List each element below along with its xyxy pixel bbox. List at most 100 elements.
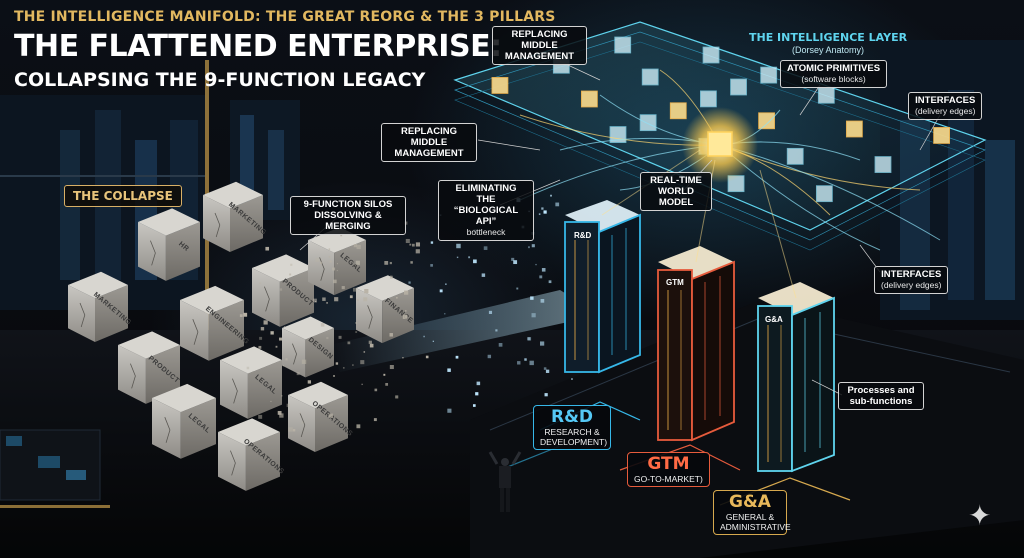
primitive-cube (702, 46, 720, 64)
debris-particle (571, 378, 573, 380)
debris-particle (369, 343, 374, 348)
silo-block: OPERATIONS (218, 418, 285, 491)
pillar-ga-abbr: G&A (729, 492, 771, 512)
interfaces-bottom-text: INTERFACES (881, 269, 942, 280)
debris-particle (540, 341, 545, 346)
debris-particle (541, 268, 546, 272)
debris-particle (529, 360, 534, 366)
primitive-cube (817, 86, 835, 104)
primitive-cube (786, 147, 804, 165)
world-model-callout: REAL-TIME WORLD MODEL (640, 172, 712, 211)
debris-particle (555, 202, 560, 207)
debris-particle (374, 388, 378, 392)
silo-block: OPERATIONS (288, 381, 354, 452)
debris-particle (531, 313, 536, 318)
interfaces-bottom-sub: (delivery edges) (881, 280, 942, 290)
debris-particle (475, 392, 479, 396)
interfaces-top-sub: (delivery edges) (915, 106, 976, 116)
debris-particle (284, 326, 286, 328)
debris-particle (289, 273, 292, 276)
control-desk (0, 429, 110, 508)
debris-particle (430, 264, 433, 267)
primitive-cube (933, 127, 950, 144)
page-title: THE FLATTENED ENTERPRISE: (14, 29, 502, 64)
silo-blocks: MARKETINGHRMARKETINGENGINEERINGPRODUCTLE… (68, 181, 414, 491)
debris-particle (410, 261, 413, 264)
eliminating-text: ELIMINATING THE “BIOLOGICAL API” (453, 183, 519, 227)
debris-particle (333, 375, 335, 377)
debris-particle (402, 357, 404, 359)
debris-particle (383, 373, 386, 376)
debris-particle (329, 260, 332, 263)
debris-particle (277, 410, 282, 415)
debris-particle (368, 340, 372, 344)
collapse-label: THE COLLAPSE (64, 185, 182, 207)
interfaces-top-callout: INTERFACES (delivery edges) (908, 92, 983, 120)
debris-particle (455, 355, 459, 359)
replacing-top-callout: REPLACING MIDDLE MANAGEMENT (492, 26, 587, 65)
debris-particle (495, 329, 498, 332)
debris-particle (353, 244, 357, 248)
debris-particle (541, 207, 544, 210)
debris-particle (349, 295, 353, 299)
debris-particle (395, 395, 399, 399)
intelligence-layer-title: THE INTELLIGENCE LAYER (Dorsey Anatomy) (749, 32, 907, 56)
debris-particle (281, 395, 283, 397)
atomic-primitive-cubes (491, 36, 950, 203)
debris-particle (340, 234, 343, 237)
debris-particle (444, 313, 446, 315)
person-figure (488, 451, 522, 512)
pillar-gtm: GTM (657, 246, 735, 442)
debris-particle (404, 290, 409, 295)
pillar-ga-label: G&A GENERAL & ADMINISTRATIVE (713, 490, 791, 535)
debris-particle (290, 263, 293, 266)
debris-particle (270, 331, 274, 335)
debris-particle (363, 351, 366, 353)
pillar-rd-cap: R&D (574, 231, 592, 240)
debris-particle (259, 282, 262, 285)
debris-particle (352, 364, 354, 366)
primitive-cube (758, 112, 775, 130)
debris-particle (544, 393, 548, 397)
primitive-cube (669, 102, 687, 120)
debris-particle (355, 331, 358, 333)
debris-particle (396, 296, 398, 299)
debris-particle (319, 261, 323, 264)
pillar-ga-full: GENERAL & ADMINISTRATIVE (720, 512, 791, 532)
debris-particle (332, 267, 336, 271)
debris-particles (239, 194, 581, 432)
debris-particle (259, 336, 263, 340)
debris-particle (535, 263, 537, 266)
debris-particle (539, 275, 543, 279)
debris-particle (468, 256, 471, 259)
debris-particle (409, 243, 412, 246)
debris-particle (411, 243, 415, 247)
debris-particle (405, 238, 410, 244)
eliminating-sub: bottleneck (466, 227, 506, 237)
debris-particle (456, 243, 461, 249)
intelligence-layer-subheading: (Dorsey Anatomy) (792, 45, 865, 55)
debris-particle (528, 246, 530, 249)
world-model-text: REAL-TIME WORLD MODEL (650, 175, 702, 208)
silo-block: LEGAL (220, 346, 282, 419)
processes-text: Processes and sub-functions (847, 385, 915, 407)
primitive-cube (845, 120, 863, 138)
debris-particle (307, 380, 312, 384)
eliminating-callout: ELIMINATING THE “BIOLOGICAL API” bottlen… (438, 180, 534, 241)
debris-particle (511, 257, 515, 261)
silo-block: ENGINEERING (180, 285, 250, 361)
debris-particle (320, 323, 325, 327)
interfaces-top-text: INTERFACES (915, 95, 976, 106)
debris-particle (516, 287, 519, 290)
debris-particle (285, 358, 288, 361)
debris-particle (258, 345, 262, 349)
replacing-mid-text: REPLACING MIDDLE MANAGEMENT (394, 126, 464, 159)
debris-particle (408, 281, 411, 284)
debris-particle (364, 289, 369, 294)
debris-particle (389, 364, 394, 370)
kicker-title: THE INTELLIGENCE MANIFOLD: THE GREAT REO… (14, 9, 556, 25)
pillar-gtm-abbr: GTM (647, 454, 690, 474)
dissolve-beam (330, 290, 600, 372)
debris-particle (347, 341, 351, 345)
